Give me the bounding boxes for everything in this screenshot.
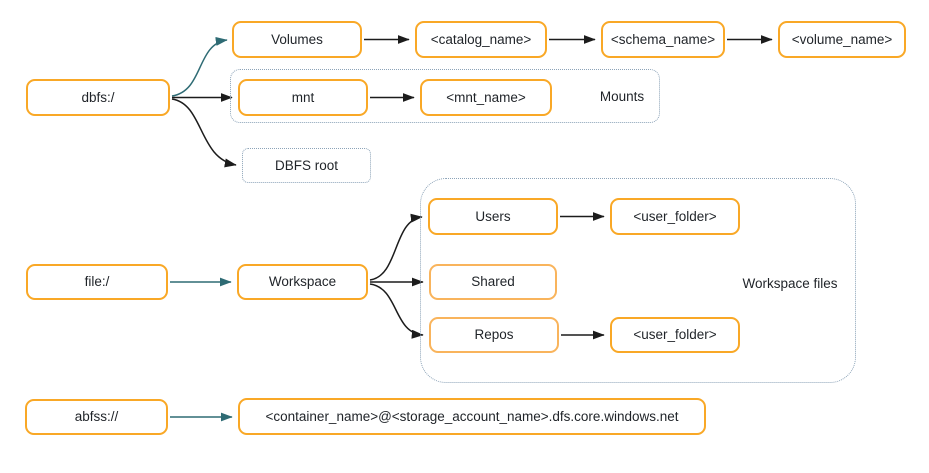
node-mnt-name: <mnt_name> (420, 79, 552, 116)
node-dbfs: dbfs:/ (26, 79, 170, 116)
arrow-dbfs-to-dbfs-root (171, 98, 237, 168)
node-users-label: Users (475, 208, 511, 224)
node-schema-name: <schema_name> (601, 21, 725, 58)
group-label-workspace-files: Workspace files (742, 276, 838, 291)
node-dbfs-label: dbfs:/ (81, 89, 115, 105)
node-mnt-label: mnt (291, 89, 315, 105)
node-file-label: file:/ (84, 274, 110, 289)
node-volume-name: <volume_name> (778, 21, 906, 58)
node-dbfs-root: DBFS root (242, 148, 371, 183)
node-volumes: Volumes (232, 21, 362, 58)
node-catalog-name-label: <catalog_name> (430, 31, 532, 47)
node-catalog-name: <catalog_name> (415, 21, 547, 58)
node-abfss-label: abfss:// (74, 409, 119, 424)
node-mnt-name-label: <mnt_name> (446, 89, 526, 105)
node-repos: Repos (429, 317, 559, 353)
node-workspace-label: Workspace (268, 274, 337, 289)
node-shared: Shared (429, 264, 557, 300)
node-user-folder-top: <user_folder> (610, 198, 740, 235)
arrow-workspace-to-users (369, 213, 423, 281)
node-file: file:/ (26, 264, 168, 300)
node-dbfs-root-label: DBFS root (274, 157, 339, 173)
node-shared-label: Shared (471, 274, 515, 289)
node-volume-name-label: <volume_name> (791, 31, 893, 47)
node-mnt: mnt (238, 79, 368, 116)
node-workspace: Workspace (237, 264, 368, 300)
node-user-folder-top-label: <user_folder> (633, 208, 717, 224)
node-container-path: <container_name>@<storage_account_name>.… (238, 398, 706, 435)
node-user-folder-bottom-label: <user_folder> (633, 327, 717, 342)
node-container-path-label: <container_name>@<storage_account_name>.… (265, 408, 679, 424)
arrow-dbfs-to-volumes (171, 36, 228, 97)
group-label-mounts: Mounts (599, 89, 645, 104)
node-schema-name-label: <schema_name> (610, 31, 716, 47)
node-user-folder-bottom: <user_folder> (610, 317, 740, 353)
node-abfss: abfss:// (25, 399, 168, 435)
node-volumes-label: Volumes (271, 31, 323, 47)
node-repos-label: Repos (474, 327, 514, 342)
arrow-workspace-to-repos (369, 283, 424, 339)
node-users: Users (428, 198, 558, 235)
